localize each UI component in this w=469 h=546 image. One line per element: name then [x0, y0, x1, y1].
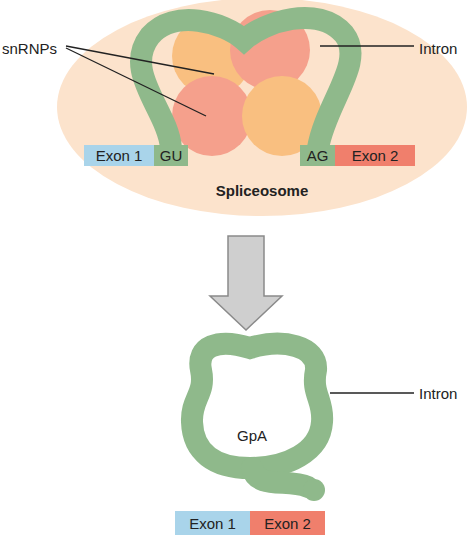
spliceosome-illustration: [0, 0, 469, 213]
leader-line: [66, 48, 206, 116]
exon-box: Exon 2: [250, 511, 325, 535]
intron-tail: [252, 468, 308, 487]
sequence-label: Exon 2: [264, 516, 311, 531]
process-arrow: [210, 236, 282, 330]
splice-site-box: AG: [300, 145, 335, 166]
spliceosome-ellipse: Spliceosome Exon 1 GU AG Exon 2: [57, 0, 467, 216]
sequence-label: GU: [160, 148, 183, 163]
leader-line: [320, 45, 414, 46]
intron-tail-end: [303, 479, 325, 501]
leader-line: [66, 46, 214, 74]
complex-title: Spliceosome: [216, 183, 309, 198]
sequence-label: Exon 2: [352, 148, 399, 163]
splice-site-box: GU: [154, 145, 188, 166]
sequence-label: Exon 1: [96, 148, 143, 163]
bond-label: GpA: [237, 428, 267, 443]
exon-box: Exon 1: [84, 145, 154, 166]
intron-strand: [141, 18, 351, 148]
exon-box: Exon 2: [335, 145, 415, 166]
intron-lariat: [192, 344, 322, 468]
sequence-label: AG: [307, 148, 329, 163]
exon-box: Exon 1: [175, 511, 250, 535]
leader-line: [330, 392, 414, 393]
sequence-label: Exon 1: [189, 516, 236, 531]
part-label: Intron: [419, 41, 457, 56]
part-label: snRNPs: [2, 41, 57, 56]
part-label: Intron: [419, 386, 457, 401]
snrnp-circle: [172, 76, 252, 156]
